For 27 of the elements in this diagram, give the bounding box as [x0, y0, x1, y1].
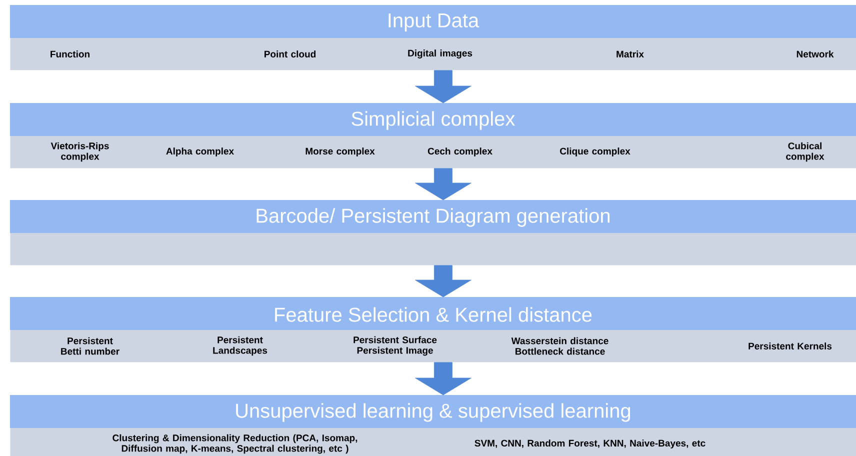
method-label: Matrix [616, 50, 644, 58]
method-label: Alpha complex [166, 148, 234, 156]
method-label: Clique complex [560, 148, 630, 156]
arrow [415, 70, 472, 104]
method-label: Cech complex [428, 148, 492, 156]
method-label: Network [796, 50, 834, 58]
arrow [415, 362, 472, 396]
method-label: Function [50, 50, 90, 58]
method-label: Persistent Betti number [61, 337, 120, 355]
method-label: SVM, CNN, Random Forest, KNN, Naive-Bayes, etc [474, 440, 706, 448]
method-label: Persistent Surface Persistent Image [354, 336, 437, 356]
stage-title: Barcode/ Persistent Diagram generation [256, 208, 610, 227]
method-label: Wasserstein distance Bottleneck distance [511, 337, 608, 355]
arrow [415, 168, 472, 200]
stage-title: Unsupervised learning & supervised learning [236, 403, 630, 422]
method-label: Vietoris-Rips complex [50, 142, 109, 162]
method-label: Cubical complex [786, 142, 824, 162]
stage-title: Simplicial complex [352, 111, 515, 130]
method-label: Morse complex [306, 148, 375, 156]
method-label: Point cloud [264, 50, 316, 58]
arrow [415, 265, 472, 298]
stage-title: Feature Selection & Kernel distance [275, 307, 592, 322]
stage-title: Input Data [388, 14, 480, 32]
method-label: Digital images [408, 50, 472, 58]
method-label: Persistent Landscapes [213, 336, 268, 356]
method-label: Persistent Kernels [748, 342, 832, 350]
method-label: Clustering & Dimensionality Reduction (PCA, Isomap, Diffusion map, K-means, Spectral clustering, etc ) [112, 434, 358, 454]
